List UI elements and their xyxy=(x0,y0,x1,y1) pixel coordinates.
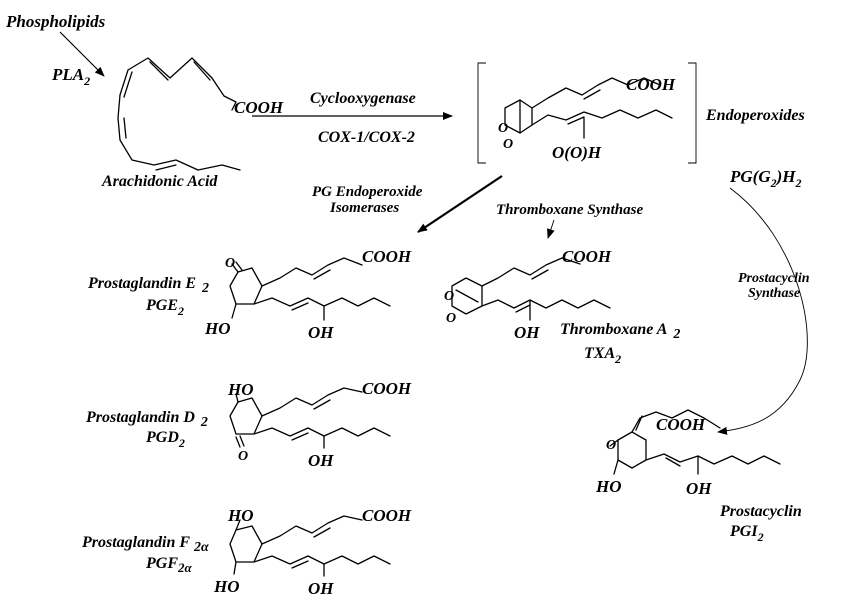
phospholipids-label: Phospholipids xyxy=(5,12,106,31)
txa2-cooh-label: COOH xyxy=(562,247,612,266)
thromboxane-synthase-label: Thromboxane Synthase xyxy=(496,202,643,218)
pla2-arrow xyxy=(59,31,105,77)
pgg2h2-label: PG(G2)H2 xyxy=(729,167,802,190)
cox-label: COX-1/COX-2 xyxy=(318,129,415,146)
pgd2-abbr-label: PGD2 xyxy=(145,429,185,450)
txa2-structure xyxy=(451,257,611,321)
pgf2a-ho-top-label: HO xyxy=(227,506,254,525)
endo-ooh-label: O(O)H xyxy=(552,143,602,162)
pge2-oh-label: OH xyxy=(308,323,334,342)
pgi2-oh-label: OH xyxy=(686,479,712,498)
pgi2-structure xyxy=(609,409,781,475)
pgd2-cooh-label: COOH xyxy=(362,379,412,398)
thromboxane-arrow xyxy=(547,219,555,239)
prostacyclin-synthase-label-1: Prostacyclin xyxy=(738,271,810,286)
txa2-o2-label: O xyxy=(446,311,456,326)
pge2-abbr-label: PGE2 xyxy=(145,297,184,318)
pgd2-oh-label: OH xyxy=(308,451,334,470)
pgi2-cooh-label: COOH xyxy=(656,415,706,434)
pgf2a-ho-bottom-label: HO xyxy=(213,577,240,596)
txa2-o1-label: O xyxy=(444,289,454,304)
endoperoxide-structure xyxy=(477,62,697,164)
pge2-structure xyxy=(229,257,391,321)
pge2-o-label: O xyxy=(225,256,235,271)
pla2-label: PLA2 xyxy=(51,65,90,88)
endo-o2-label: O xyxy=(503,137,513,152)
arachidonic-acid-label: Arachidonic Acid xyxy=(101,173,218,190)
txa2-oh-label: OH xyxy=(514,323,540,342)
pgi2-ho-label: HO xyxy=(595,477,622,496)
pgi2-name-label: Prostacyclin xyxy=(719,503,802,520)
aa-cooh-label: COOH xyxy=(234,98,284,117)
prostacyclin-arrow xyxy=(717,187,808,435)
endo-cooh-label: COOH xyxy=(626,75,676,94)
arachidonic-acid-structure xyxy=(117,57,241,171)
txa2-abbr-label: TXA2 xyxy=(584,345,621,366)
pge2-cooh-label: COOH xyxy=(362,247,412,266)
pgd2-ho-label: HO xyxy=(227,380,254,399)
endo-o1-label: O xyxy=(498,121,508,136)
pgi2-o-label: O xyxy=(606,438,616,453)
pgf2a-abbr-label: PGF2α xyxy=(145,555,193,575)
pg-isomerases-label-2: Isomerases xyxy=(329,200,399,216)
pgf2a-cooh-label: COOH xyxy=(362,506,412,525)
prostacyclin-synthase-label-2: Synthase xyxy=(748,286,800,301)
pgf2a-structure xyxy=(229,515,391,577)
pge2-ho-label: HO xyxy=(204,319,231,338)
pgf2a-oh-label: OH xyxy=(308,579,334,597)
pgd2-o-label: O xyxy=(238,449,248,464)
pgd2-structure xyxy=(229,387,391,449)
pgi2-abbr-label: PGI2 xyxy=(729,523,764,544)
isomerase-arrow xyxy=(417,175,503,233)
cyclooxygenase-label: Cyclooxygenase xyxy=(310,90,416,107)
pg-isomerases-label-1: PG Endoperoxide xyxy=(312,184,423,200)
endoperoxides-label: Endoperoxides xyxy=(705,107,805,124)
